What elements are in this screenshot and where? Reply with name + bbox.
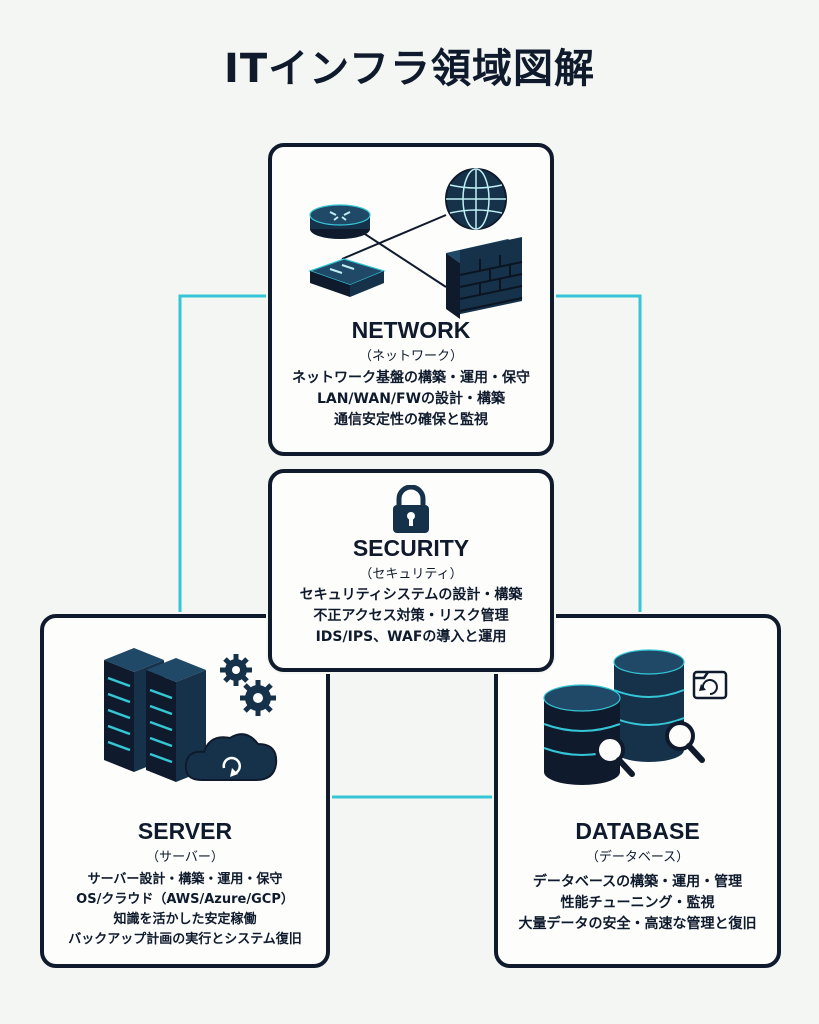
switch-icon <box>308 258 386 297</box>
cloud-upload-icon <box>184 733 278 781</box>
server-line: サーバー設計・構築・運用・保守 <box>87 872 283 887</box>
network-line: ネットワーク基盤の構築・運用・保守 <box>292 370 530 386</box>
database-title: DATABASE <box>575 818 700 844</box>
network-subtitle: （ネットワーク） <box>358 349 463 364</box>
server-line: OS/クラウド（AWS/Azure/GCP） <box>76 892 294 907</box>
network-description: ネットワーク基盤の構築・運用・保守 LAN/WAN/FWの設計・構築 通信安定性… <box>272 368 550 431</box>
magnifier-icon <box>595 721 705 777</box>
server-title: SERVER <box>137 818 233 844</box>
server-subtitle: （サーバー） <box>146 850 224 865</box>
connector-network-server <box>178 294 268 618</box>
security-line: IDS/IPS、WAFの導入と運用 <box>315 629 507 645</box>
connector-network-database <box>554 294 642 618</box>
gear-icon <box>220 654 276 716</box>
security-card: SECURITY （セキュリティ） セキュリティシステムの設計・構築 不正アクセ… <box>268 469 554 672</box>
network-title: NETWORK <box>351 317 471 343</box>
router-icon <box>309 204 371 239</box>
network-line: LAN/WAN/FWの設計・構築 <box>316 391 506 407</box>
network-line: 通信安定性の確保と監視 <box>334 412 488 428</box>
database-icon <box>543 649 685 785</box>
database-illustration <box>543 649 728 785</box>
server-rack-icon <box>104 648 206 782</box>
server-illustration <box>104 648 278 782</box>
server-line: バックアップ計画の実行とシステム復旧 <box>68 932 302 947</box>
padlock-icon <box>393 485 429 533</box>
network-card: NETWORK （ネットワーク） ネットワーク基盤の構築・運用・保守 LAN/W… <box>268 143 554 456</box>
firewall-icon <box>446 236 523 319</box>
database-line: 大量データの安全・高速な管理と復旧 <box>518 916 757 932</box>
security-line: セキュリティシステムの設計・構築 <box>299 587 523 603</box>
globe-icon <box>445 168 507 230</box>
security-subtitle: （セキュリティ） <box>359 567 463 582</box>
server-description: サーバー設計・構築・運用・保守 OS/クラウド（AWS/Azure/GCP） 知… <box>44 870 326 950</box>
database-subtitle: （データベース） <box>585 850 690 865</box>
network-illustration <box>308 168 523 319</box>
database-line: データベースの構築・運用・管理 <box>532 874 743 890</box>
security-line: 不正アクセス対策・リスク管理 <box>313 608 509 624</box>
database-description: データベースの構築・運用・管理 性能チューニング・監視 大量データの安全・高速な… <box>498 872 777 935</box>
security-description: セキュリティシステムの設計・構築 不正アクセス対策・リスク管理 IDS/IPS、… <box>272 585 550 648</box>
security-title: SECURITY <box>352 535 470 561</box>
database-line: 性能チューニング・監視 <box>560 895 715 911</box>
server-line: 知識を活かした安定稼働 <box>113 912 257 927</box>
backup-restore-icon <box>692 670 728 700</box>
database-card: DATABASE （データベース） データベースの構築・運用・管理 性能チューニ… <box>494 614 781 968</box>
page-title: ITインフラ領域図解 <box>224 46 595 92</box>
server-card: SERVER （サーバー） サーバー設計・構築・運用・保守 OS/クラウド（AW… <box>40 614 330 968</box>
